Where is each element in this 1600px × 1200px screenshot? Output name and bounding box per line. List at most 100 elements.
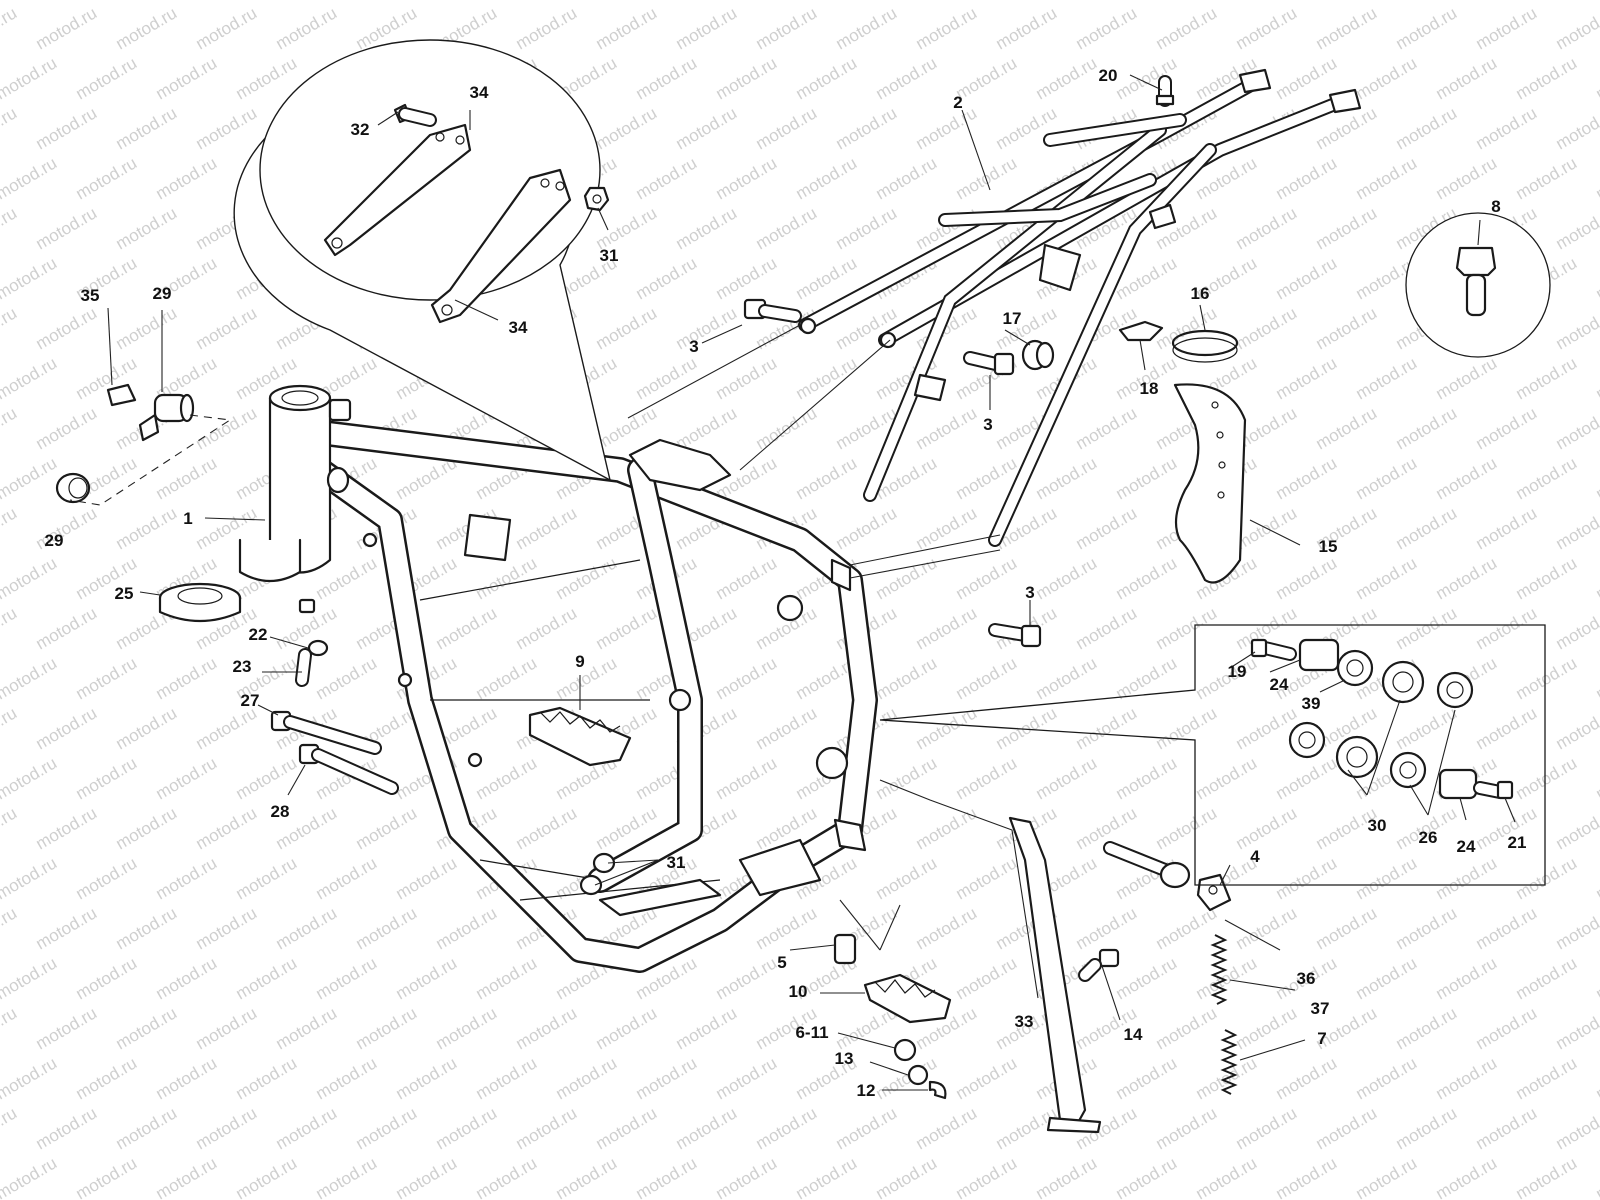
watermark-text: motod.ru [73,953,141,1003]
watermark-text: motod.ru [1593,753,1600,803]
watermark-text: motod.ru [753,903,821,953]
watermark-text: motod.ru [113,903,181,953]
watermark-text: motod.ru [553,653,621,703]
callout-1: 1 [183,509,192,528]
watermark-text: motod.ru [1273,453,1341,503]
watermark-text: motod.ru [1553,903,1600,953]
watermark-text: motod.ru [153,853,221,903]
inset-valve-8 [1405,212,1551,358]
bolt-3-lower [988,623,1042,648]
watermark-text: motod.ru [913,3,981,53]
callout-35: 35 [81,286,100,305]
watermark-text: motod.ru [233,1053,301,1103]
watermark-text: motod.ru [73,853,141,903]
watermark-text: motod.ru [0,803,20,853]
spring-37 [1210,934,1228,1005]
watermark-text: motod.ru [673,1003,741,1053]
watermark-text: motod.ru [1233,803,1301,853]
watermark-text: motod.ru [833,1103,901,1153]
watermark-text: motod.ru [193,1103,261,1153]
watermark-text: motod.ru [1113,953,1181,1003]
watermark-text: motod.ru [0,903,20,953]
watermark-text: motod.ru [233,953,301,1003]
watermark-text: motod.ru [1353,453,1421,503]
watermark-text: motod.ru [713,753,781,803]
callout-3-middle: 3 [983,415,992,434]
watermark-text: motod.ru [473,553,541,603]
watermark-text: motod.ru [273,3,341,53]
watermark-text: motod.ru [793,353,861,403]
watermark-text: motod.ru [1313,3,1381,53]
watermark-text: motod.ru [1273,753,1341,803]
watermark-text: motod.ru [113,503,181,553]
watermark-text: motod.ru [873,553,941,603]
watermark-text: motod.ru [713,0,781,3]
watermark-text: motod.ru [1513,953,1581,1003]
callout-7: 7 [1317,1029,1326,1048]
watermark-text: motod.ru [433,903,501,953]
watermark-text: motod.ru [233,1153,301,1200]
watermark-text: motod.ru [593,3,661,53]
watermark-text: motod.ru [0,853,60,903]
bearing-25 [158,582,242,623]
watermark-text: motod.ru [1273,1153,1341,1200]
callout-28: 28 [271,802,290,821]
watermark-text: motod.ru [513,1003,581,1053]
watermark-text: motod.ru [1393,603,1461,653]
watermark-text: motod.ru [153,753,221,803]
watermark-text: motod.ru [33,703,101,753]
watermark-text: motod.ru [33,203,101,253]
watermark-text: motod.ru [1353,853,1421,903]
watermark-text: motod.ru [1393,1103,1461,1153]
watermark-text: motod.ru [1033,0,1101,3]
watermark-text: motod.ru [793,1153,861,1200]
watermark-text: motod.ru [0,553,60,603]
watermark-text: motod.ru [1433,53,1501,103]
watermark-text: motod.ru [1593,653,1600,703]
watermark-text: motod.ru [1153,1103,1221,1153]
watermark-text: motod.ru [473,753,541,803]
watermark-text: motod.ru [1273,153,1341,203]
watermark-text: motod.ru [0,453,60,503]
watermark-text: motod.ru [1593,353,1600,403]
watermark-text: motod.ru [0,253,60,303]
watermark-text: motod.ru [0,653,60,703]
watermark-text: motod.ru [993,3,1061,53]
watermark-text: motod.ru [633,1053,701,1103]
watermark-text: motod.ru [1113,0,1181,3]
watermark-text: motod.ru [193,803,261,853]
watermark-text: motod.ru [593,1003,661,1053]
callout-29-top: 29 [153,284,172,303]
hose-clamp-16 [1171,329,1239,363]
watermark-text: motod.ru [1273,553,1341,603]
watermark-text: motod.ru [753,703,821,753]
callout-27: 27 [241,691,260,710]
watermark-text: motod.ru [913,403,981,453]
watermark-text: motod.ru [73,153,141,203]
watermark-text: motod.ru [113,803,181,853]
watermark-text: motod.ru [793,0,861,3]
watermark-text: motod.ru [1473,603,1541,653]
watermark-text: motod.ru [73,1053,141,1103]
watermark-text: motod.ru [1593,0,1600,3]
watermark-text: motod.ru [0,753,60,803]
watermark-text: motod.ru [0,603,20,653]
watermark-text: motod.ru [0,153,60,203]
watermark-text: motod.ru [1353,1153,1421,1200]
watermark-text: motod.ru [1033,53,1101,103]
watermark-text: motod.ru [273,1103,341,1153]
watermark-text: motod.ru [1553,503,1600,553]
watermark-text: motod.ru [1353,0,1421,3]
watermark-text: motod.ru [153,953,221,1003]
watermark-text: motod.ru [1353,53,1421,103]
watermark-text: motod.ru [993,703,1061,753]
watermark-text: motod.ru [953,0,1021,3]
watermark-text: motod.ru [1473,103,1541,153]
watermark-text: motod.ru [1553,1103,1600,1153]
watermark-text: motod.ru [1233,203,1301,253]
watermark-text: motod.ru [1353,353,1421,403]
watermark-text: motod.ru [1033,753,1101,803]
watermark-text: motod.ru [1393,403,1461,453]
watermark-text: motod.ru [1553,203,1600,253]
